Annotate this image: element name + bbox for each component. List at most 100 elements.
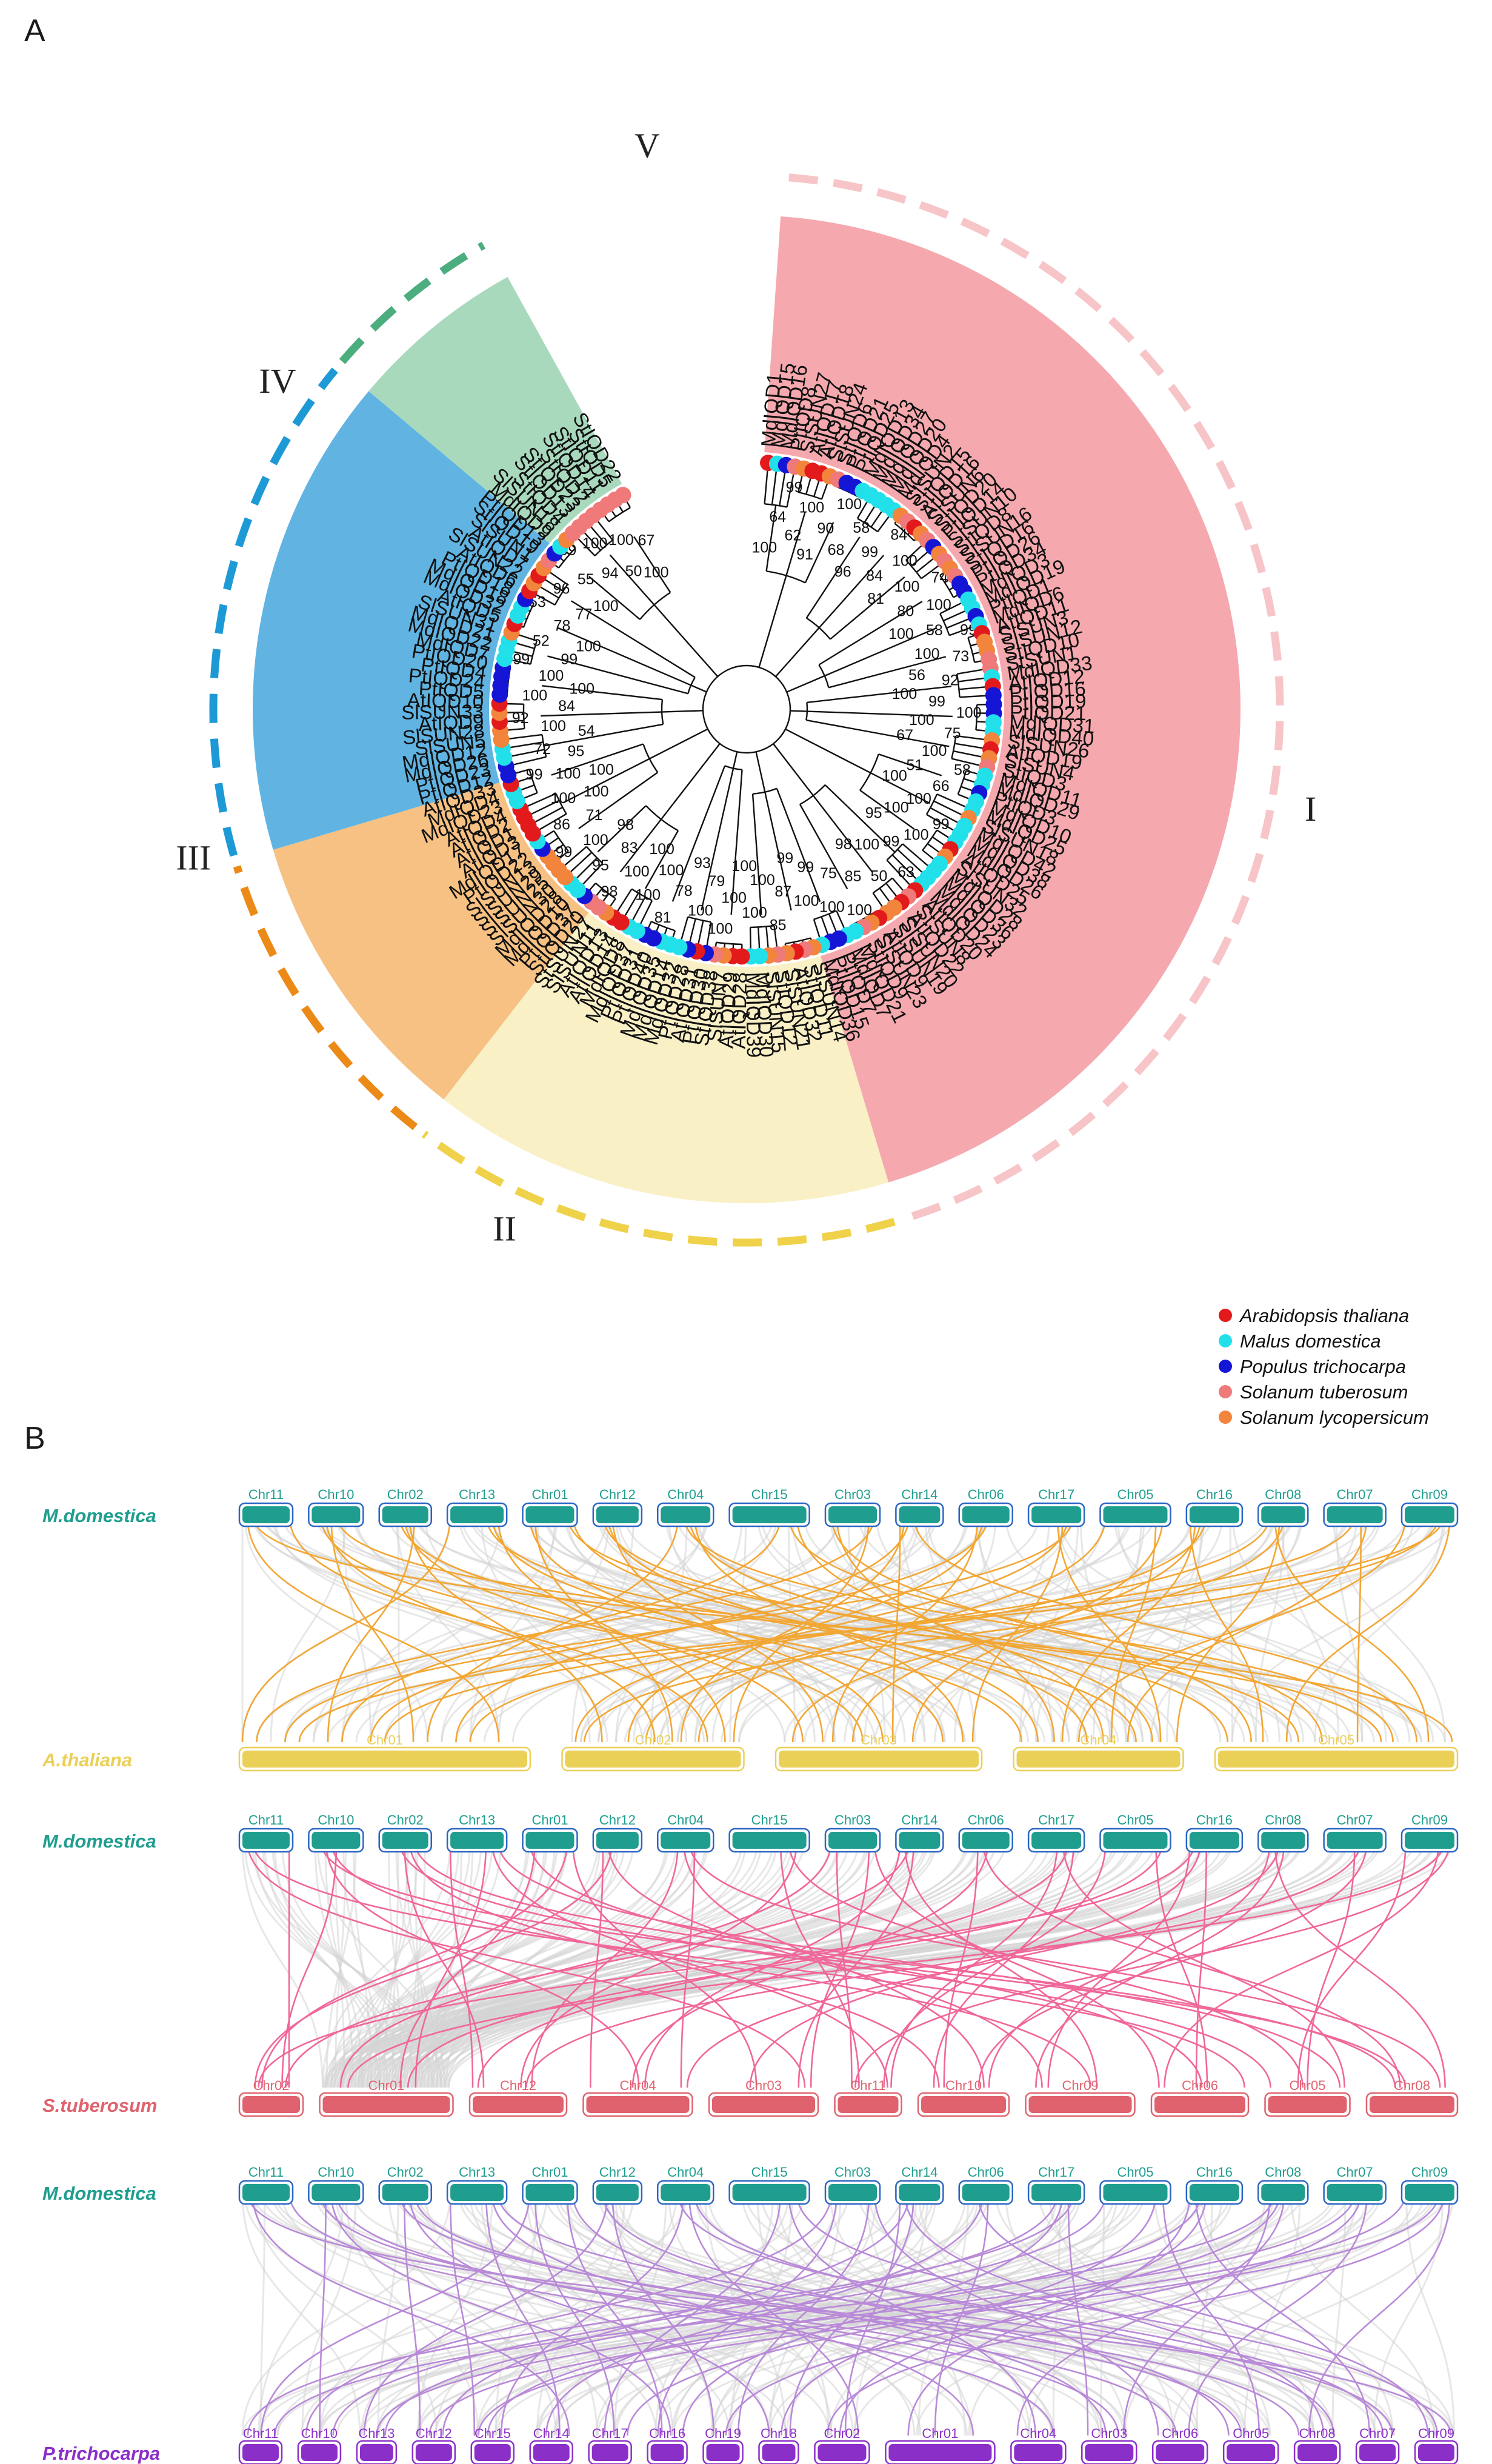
tree-branch-join (595, 883, 616, 900)
bottom-chromosome-label: Chr10 (301, 2426, 338, 2441)
iqd-gene-pair-link (693, 2192, 1335, 2436)
bootstrap-value: 84 (890, 526, 907, 543)
iqd-gene-pair-link (347, 1840, 1445, 2088)
tree-branch-join (558, 547, 576, 569)
tree-branch (785, 511, 806, 576)
tree-branch (951, 758, 983, 767)
background-collinear-link (1150, 1514, 1358, 1743)
legend-label: Solanum lycopersicum (1240, 1407, 1429, 1428)
bottom-chromosome (1154, 2096, 1245, 2113)
iqd-gene-pair-link (398, 1514, 1022, 1743)
leaf-label: PtIQD19 (1009, 690, 1086, 713)
bootstrap-value: 84 (866, 567, 883, 584)
tree-branch-join (939, 613, 950, 636)
clade-II-dashed-arc (421, 1130, 896, 1247)
background-collinear-link (313, 1514, 842, 1743)
iqd-gene-pair-link (251, 2192, 570, 2436)
background-collinear-link (458, 1514, 836, 1743)
tree-branch (568, 852, 593, 875)
bottom-chromosome-label: Chr04 (1081, 1732, 1117, 1748)
iqd-gene-pair-link (686, 1840, 1281, 2088)
tree-branch (508, 749, 545, 758)
iqd-gene-pair-link (469, 1514, 1271, 1743)
tree-branch-join (651, 921, 676, 932)
bootstrap-value: 100 (569, 681, 594, 698)
bootstrap-value: 100 (551, 790, 576, 807)
top-chromosome (596, 1506, 639, 1523)
tree-branch (649, 728, 708, 760)
top-chromosome-label: Chr10 (318, 2165, 354, 2180)
top-chromosome-label: Chr14 (901, 2165, 937, 2180)
tree-branch (758, 927, 761, 952)
bottom-chromosome (1028, 2096, 1132, 2113)
tree-branch (574, 857, 598, 881)
bottom-chromosome (1085, 2444, 1134, 2461)
tree-branch (679, 916, 689, 943)
bootstrap-value: 99 (786, 479, 803, 496)
top-chromosome-label: Chr09 (1411, 1487, 1448, 1502)
iqd-gene-pair-link (839, 2192, 1208, 2436)
phylogenetic-tree: IIIIIIIVV1006499621009190100685896998484… (176, 125, 1316, 1248)
top-chromosome-label: Chr13 (459, 2165, 495, 2180)
tree-branch (813, 795, 873, 873)
top-chromosome-label: Chr05 (1117, 1812, 1154, 1828)
background-collinear-link (909, 1514, 1434, 1743)
iqd-gene-pair-link (363, 2192, 609, 2436)
iqd-gene-pair-link (478, 2192, 1440, 2436)
iqd-gene-pair-link (688, 1840, 1441, 2088)
bootstrap-value: 98 (617, 816, 634, 833)
tree-branch (662, 710, 704, 713)
bottom-chromosome-label: Chr06 (1182, 2078, 1218, 2093)
iqd-gene-pair-link (971, 1514, 1064, 1743)
tree-branch-join (764, 503, 787, 508)
bootstrap-value: 85 (770, 916, 787, 933)
tree-branch-join (798, 491, 822, 500)
top-chromosome-label: Chr17 (1038, 2165, 1074, 2180)
background-collinear-link (447, 1840, 1407, 2088)
top-chromosome (1405, 1832, 1454, 1849)
tree-branch (732, 751, 738, 769)
iqd-gene-pair-link (738, 2192, 870, 2436)
iqd-gene-pair-link (1176, 1514, 1281, 1743)
bottom-chromosome-label: Chr12 (500, 2078, 536, 2093)
background-collinear-link (760, 2192, 1199, 2436)
tree-branch-join (528, 769, 538, 793)
tree-branch (807, 686, 952, 704)
panel-a-label: A (24, 13, 45, 48)
tree-branch (532, 806, 564, 824)
iqd-gene-pair-link (688, 1514, 1153, 1743)
top-chromosome (382, 1506, 428, 1523)
tree-branch-join (939, 575, 954, 598)
tree-branch (957, 677, 987, 683)
tree-branch-join (586, 846, 604, 864)
bootstrap-value: 75 (820, 865, 837, 882)
background-collinear-link (528, 1514, 1293, 1743)
bootstrap-value: 99 (513, 651, 530, 668)
clade-III-background (273, 782, 589, 1100)
iqd-gene-pair-link (725, 2192, 1362, 2436)
bottom-chromosome-label: Chr03 (1091, 2426, 1127, 2441)
bootstrap-value: 100 (888, 626, 914, 643)
bootstrap-value: 64 (769, 509, 786, 526)
iqd-gene-pair-link (376, 2192, 1356, 2436)
top-chromosome (450, 1506, 504, 1523)
background-collinear-link (259, 2192, 688, 2436)
tree-branch (870, 509, 884, 528)
tree-branch (779, 469, 787, 506)
top-chromosome-label: Chr01 (532, 1812, 568, 1828)
tree-branch (511, 650, 533, 657)
top-chromosome-label: Chr14 (901, 1487, 937, 1502)
tree-branch (562, 846, 587, 868)
bootstrap-value: 100 (582, 535, 608, 552)
top-chromosome-label: Chr10 (318, 1487, 354, 1502)
bootstrap-value: 68 (828, 542, 845, 559)
iqd-gene-pair-link (1127, 1514, 1368, 1743)
clade-V-label: V (634, 125, 660, 165)
bottom-chromosome (1218, 1751, 1454, 1768)
tree-branch (774, 627, 820, 678)
iqd-gene-pair-link (413, 1840, 1396, 2088)
tree-branch-join (813, 910, 837, 920)
background-collinear-link (730, 2192, 793, 2436)
bootstrap-value: 81 (654, 909, 671, 926)
iqd-gene-pair-link (403, 2192, 421, 2436)
